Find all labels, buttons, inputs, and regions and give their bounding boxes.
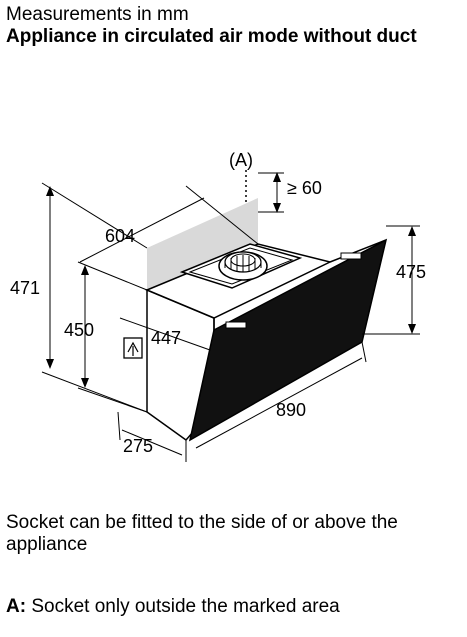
units-note: Measurements in mm <box>6 4 189 25</box>
fan-unit <box>179 243 303 289</box>
label-a: (A) <box>229 150 253 170</box>
dim-total-height: 471 <box>10 278 40 298</box>
dim-depth-bottom: 275 <box>123 436 153 456</box>
clip-right <box>340 252 362 260</box>
socket-note: Socket can be fitted to the side of or a… <box>6 512 398 555</box>
page-title: Appliance in circulated air mode without… <box>6 26 417 47</box>
dim-clearance: ≥ 60 <box>287 178 322 198</box>
legend-key: A: <box>6 596 27 617</box>
dim-body-height: 450 <box>64 320 94 340</box>
dim-glass-height: 475 <box>396 262 426 282</box>
socket-icon <box>123 337 143 359</box>
legend-text: Socket only outside the marked area <box>31 596 340 617</box>
dim-depth-top: 447 <box>151 328 181 348</box>
dim-glass-width: 890 <box>276 400 306 420</box>
hood-diagram: (A) ≥ 60 604 471 450 447 275 890 475 <box>10 150 426 462</box>
clip-left <box>225 321 247 329</box>
legend: A: Socket only outside the marked area <box>6 596 340 618</box>
dim-width: 604 <box>105 226 135 246</box>
